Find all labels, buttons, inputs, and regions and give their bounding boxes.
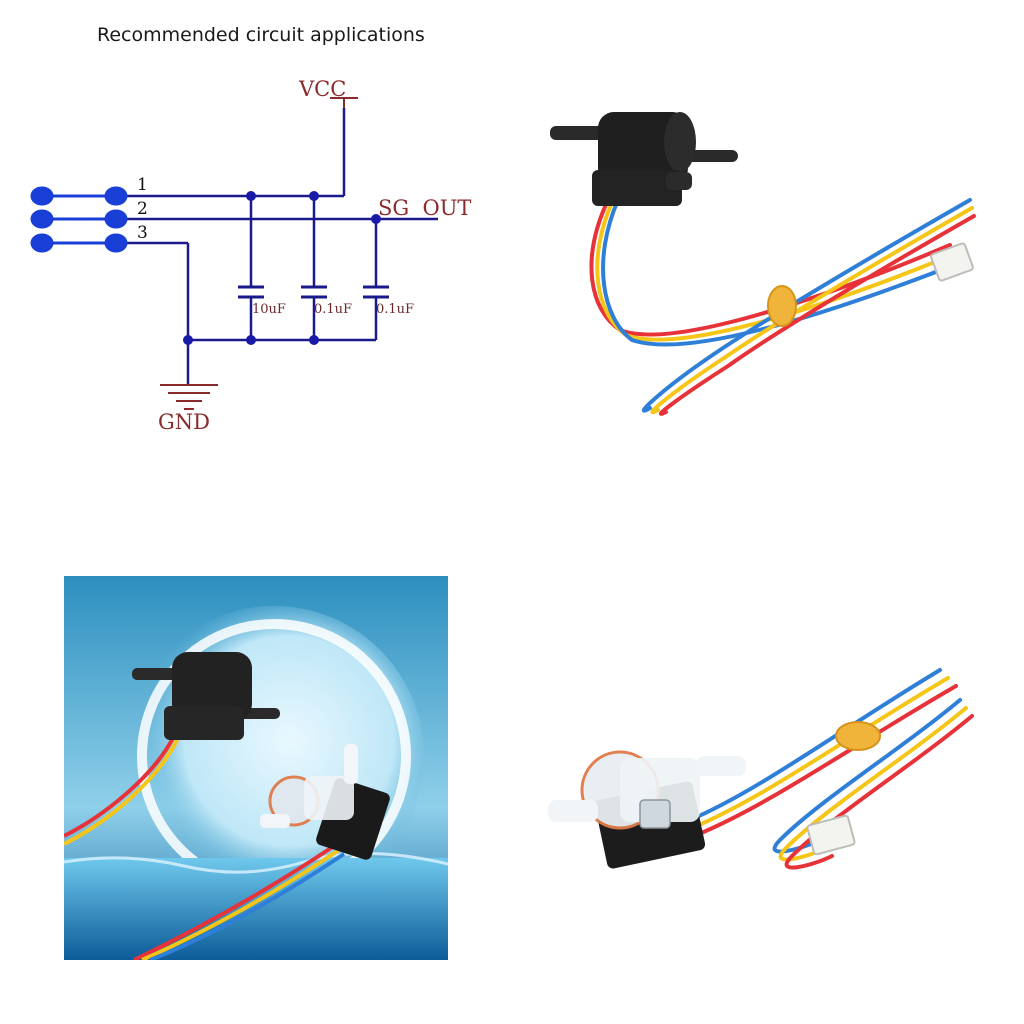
transparent-sensor-body [548, 750, 746, 869]
cable-bundle [589, 198, 976, 416]
page-heading: Recommended circuit applications [97, 24, 425, 46]
product-photo-transparent-sensor [548, 668, 974, 870]
pin-label-2: 2 [137, 199, 148, 219]
gnd-symbol [160, 384, 218, 410]
product-photo-black-sensor [550, 112, 976, 416]
cable-tie [767, 285, 797, 327]
capacitor-10uf [238, 285, 264, 299]
pin-label-1: 1 [137, 175, 148, 195]
circuit-schematic: VCC 10uF 0.1uF 0.1uF [30, 77, 471, 434]
vcc-symbol [330, 97, 358, 108]
product-photo-water-scene [64, 576, 448, 960]
cable-tie-br [835, 721, 881, 751]
junction-nodes [183, 191, 381, 345]
vcc-label: VCC [298, 77, 346, 101]
jst-connector-br [806, 814, 856, 856]
pin-label-3: 3 [137, 223, 148, 243]
capacitor-label-1: 10uF [252, 302, 286, 317]
capacitor-0-1uf-a [301, 285, 327, 299]
capacitor-0-1uf-b [363, 285, 389, 299]
gnd-label: GND [158, 410, 210, 434]
black-sensor-body [550, 112, 738, 206]
sg-out-label: SG OUT [378, 196, 471, 220]
capacitor-label-3: 0.1uF [376, 302, 414, 317]
black-sensor [132, 652, 280, 740]
jst-connector [930, 242, 974, 282]
circuit-wires [118, 108, 438, 385]
connector-pins [30, 186, 128, 253]
capacitor-label-2: 0.1uF [314, 302, 352, 317]
transparent-sensor [260, 744, 390, 860]
